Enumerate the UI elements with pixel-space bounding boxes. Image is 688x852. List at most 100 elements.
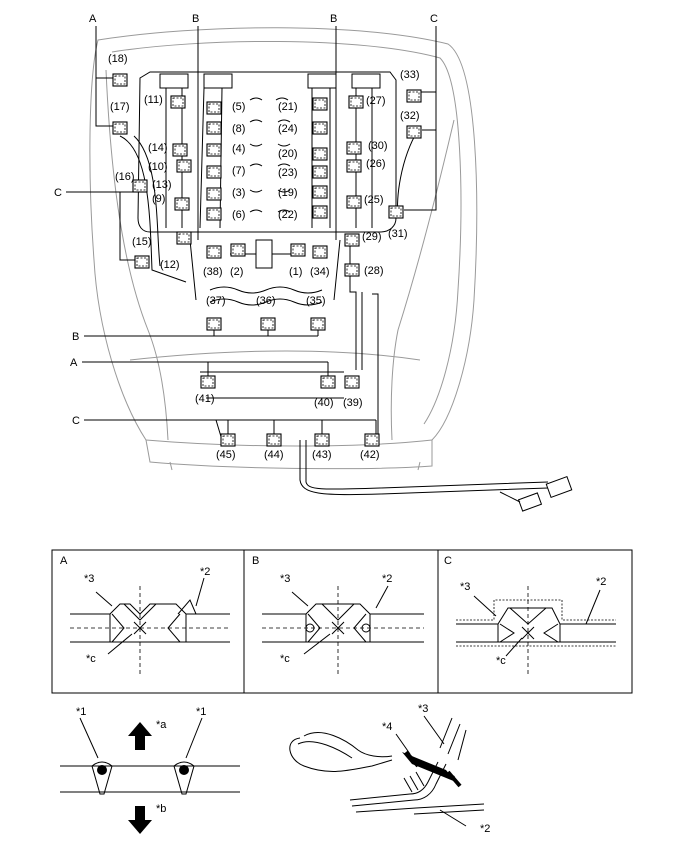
clip-16: (16) [115,171,148,193]
svg-text:(4): (4) [232,143,245,155]
clip-29: (29) [344,231,382,247]
clip-9: (9) [152,193,190,211]
svg-text:(24): (24) [278,123,298,135]
clip-18: (18) [108,53,128,87]
clip-22: (22) [278,205,328,221]
svg-text:*2: *2 [596,576,606,588]
clip-6: (6) [206,207,245,221]
clip-3: (3) [206,187,245,201]
clip-34: (34) [310,245,330,278]
svg-text:*b: *b [156,803,166,815]
svg-text:(34): (34) [310,266,330,278]
svg-text:A: A [60,555,68,567]
svg-text:(30): (30) [368,140,388,152]
group-a-letter: A [89,13,97,25]
detail-panel-c: C *3 *2 *c [444,555,616,676]
clip-44: (44) [264,433,284,461]
svg-text:(35): (35) [306,295,326,307]
svg-text:*c: *c [496,655,506,667]
svg-text:*c: *c [280,653,290,665]
svg-text:(27): (27) [366,95,386,107]
clip-28: (28) [344,263,384,277]
clip-21: (21) [278,101,298,113]
clip-5: (5) [170,95,245,115]
clip-42: (42) [360,433,380,461]
svg-text:(43): (43) [312,449,332,461]
svg-text:C: C [444,555,452,567]
svg-text:(33): (33) [400,69,420,81]
svg-text:(6): (6) [232,209,245,221]
svg-text:(9): (9) [152,193,165,205]
clip-26: (26) [346,158,386,173]
svg-text:*3: *3 [84,573,94,585]
svg-text:(32): (32) [400,110,420,122]
svg-text:(38): (38) [203,266,223,278]
clip-24: (24) [278,121,328,135]
svg-text:(20): (20) [278,148,298,160]
svg-text:(5): (5) [232,101,245,113]
svg-text:(18): (18) [108,53,128,65]
svg-text:*3: *3 [280,573,290,585]
install-detail: *3 *4 *2 [289,703,490,835]
group-b-letter-right: B [330,13,337,25]
group-c-letter-left: C [54,187,62,199]
svg-text:*c: *c [86,653,96,665]
clip-23: (23) [278,165,328,179]
arrow-down-icon [128,806,152,834]
svg-text:(1): (1) [289,266,302,278]
clip-27: (27) [312,95,386,111]
detail-panel-b: B *3 *2 *c [252,555,424,676]
clip-25: (25) [346,194,384,209]
arrow-up-icon [128,722,152,750]
clip-12: (12) [160,231,192,271]
svg-text:(8): (8) [232,123,245,135]
svg-text:*2: *2 [382,573,392,585]
clip-40: (40) [314,375,336,409]
svg-text:(21): (21) [278,101,298,113]
svg-text:*2: *2 [480,823,490,835]
clip-41: (41) [195,375,216,405]
clip-38: (38) [203,245,223,278]
svg-text:*1: *1 [196,706,206,718]
svg-text:(12): (12) [160,259,180,271]
clip-43: (43) [312,433,332,461]
group-b-letter-middle: B [72,331,79,343]
svg-text:*3: *3 [460,581,470,593]
svg-text:(2): (2) [230,266,243,278]
seat-outline [89,27,478,471]
svg-text:*4: *4 [382,721,392,733]
svg-text:(28): (28) [364,265,384,277]
svg-text:(15): (15) [132,236,152,248]
clip-13: (13) [152,179,172,191]
clip-14: (14) [148,142,188,157]
svg-text:*a: *a [156,719,167,731]
clip-17: (17) [110,101,130,135]
clip-36: (36) [256,295,276,331]
svg-text:(14): (14) [148,142,168,154]
svg-text:(10): (10) [148,161,168,173]
detail-panel-a: A *3 *2 *c [60,555,230,676]
svg-text:(11): (11) [144,94,163,106]
group-c-letter-bottom: C [72,415,80,427]
clip-4: (4) [206,143,245,157]
svg-text:(22): (22) [278,209,298,221]
svg-text:(42): (42) [360,449,380,461]
svg-text:(39): (39) [343,397,363,409]
group-c-letter-top: C [430,13,438,25]
detail-panels: A *3 *2 *c B *3 *2 *c [51,549,633,694]
clip-1: (1) [289,243,306,278]
svg-text:(26): (26) [366,158,386,170]
clip-2: (2) [230,243,246,278]
group-a-letter-middle: A [70,357,78,369]
svg-text:(40): (40) [314,397,334,409]
svg-text:B: B [252,555,259,567]
svg-text:(36): (36) [256,295,276,307]
clip-37: (37) [206,295,226,331]
svg-text:*3: *3 [418,703,428,715]
hog-ring-detail: *1 *1 *a *b [60,706,240,834]
clip-20: (20) [278,147,328,161]
clip-35: (35) [306,295,326,331]
svg-text:(16): (16) [115,171,135,183]
svg-text:(29): (29) [362,231,382,243]
